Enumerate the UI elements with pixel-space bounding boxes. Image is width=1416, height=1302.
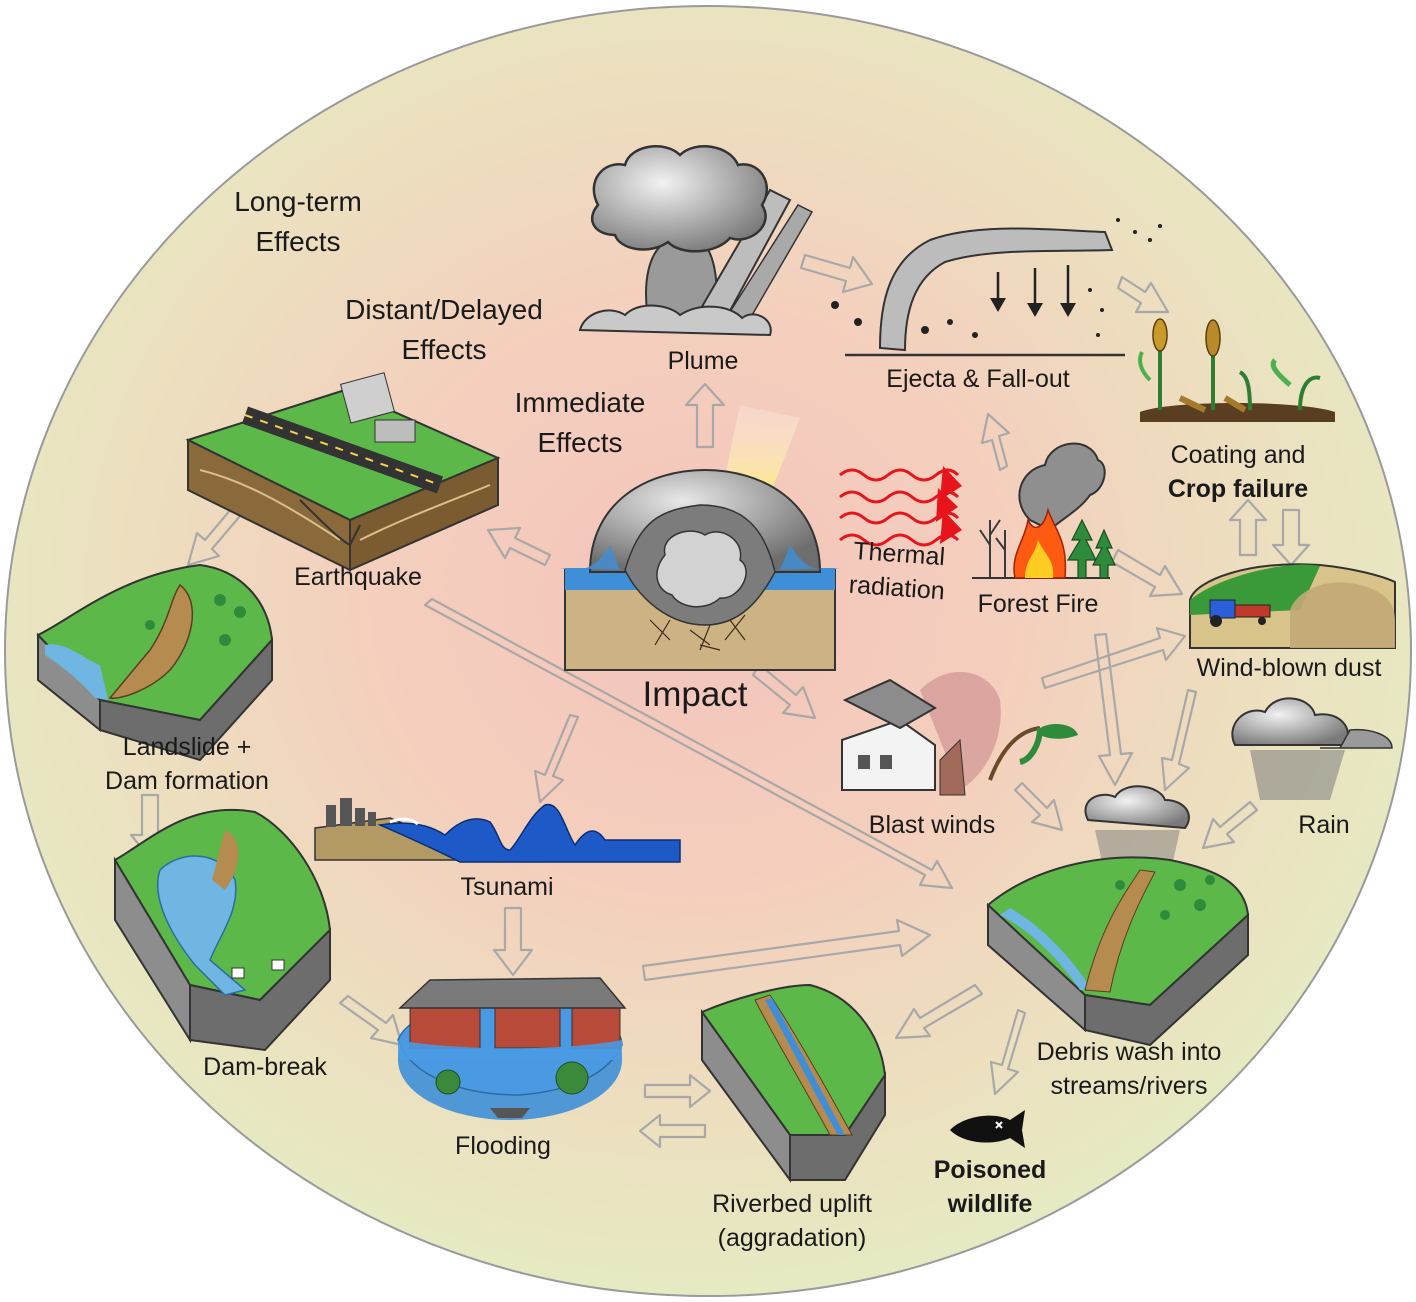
arrow-debris-to-riverbed bbox=[894, 983, 984, 1040]
flow-arrows bbox=[129, 253, 1311, 1149]
landslide-line-1: Landslide + bbox=[122, 733, 252, 761]
arrow-blast-to-dust bbox=[1040, 626, 1187, 690]
wind-dust-label: Wind-blown dust bbox=[1196, 654, 1382, 682]
arrow-impact-to-plume bbox=[684, 382, 726, 449]
debris-label: Debris wash into streams/rivers bbox=[1037, 1035, 1222, 1103]
earthquake-illustration bbox=[185, 372, 501, 572]
rain-label: Rain bbox=[1298, 811, 1350, 839]
arrow-dust-to-coating bbox=[1228, 498, 1268, 557]
riverbed-label: Riverbed uplift (aggradation) bbox=[712, 1187, 872, 1255]
thermal-line-2: radiation bbox=[848, 570, 946, 606]
plume-label: Plume bbox=[667, 347, 739, 375]
poisoned-line-2: wildlife bbox=[947, 1190, 1033, 1218]
tsunami-label: Tsunami bbox=[460, 873, 554, 901]
arrow-debris-to-poisoned bbox=[989, 1008, 1027, 1096]
riverbed-line-1: Riverbed uplift bbox=[712, 1190, 872, 1218]
rain-illustration bbox=[1231, 697, 1393, 800]
zone-label-long-term: Long-term Effects bbox=[234, 182, 362, 262]
arrow-earthquake-to-debris bbox=[423, 597, 954, 890]
arrow-riverbed-to-flooding bbox=[638, 1113, 707, 1149]
ejecta-label: Ejecta & Fall-out bbox=[886, 365, 1070, 393]
coating-line-2: Crop failure bbox=[1167, 475, 1309, 503]
thermal-label: Thermal radiation bbox=[848, 534, 948, 609]
arrow-fire-to-ejecta bbox=[980, 412, 1011, 472]
zone-distant-line-2: Effects bbox=[401, 334, 487, 365]
zone-immediate-line-2: Effects bbox=[537, 427, 623, 458]
riverbed-illustration bbox=[700, 983, 887, 1184]
arrow-dust-to-debris bbox=[1160, 688, 1198, 792]
arrow-coating-to-dust bbox=[1271, 508, 1311, 567]
arrow-earthquake-to-landslide bbox=[186, 506, 242, 567]
arrow-fire-to-debris bbox=[1093, 632, 1134, 787]
impact-illustration bbox=[560, 405, 840, 671]
arrow-blast-to-debris bbox=[1013, 781, 1064, 832]
debris-line-2: streams/rivers bbox=[1050, 1072, 1208, 1100]
blast-winds-label: Blast winds bbox=[868, 811, 996, 839]
flooding-label: Flooding bbox=[455, 1132, 551, 1160]
debris-illustration bbox=[986, 785, 1250, 1047]
arrow-tsunami-to-flooding bbox=[492, 906, 534, 977]
zone-long-term-line-1: Long-term bbox=[234, 186, 362, 217]
arrow-impact-to-earthquake bbox=[486, 526, 552, 567]
impact-label: Impact bbox=[642, 675, 748, 714]
arrow-dambreak-to-flooding bbox=[338, 994, 404, 1047]
crop-illustration bbox=[1138, 318, 1335, 422]
zone-immediate-line-1: Immediate bbox=[514, 387, 646, 418]
dam-break-label: Dam-break bbox=[203, 1053, 327, 1081]
zone-distant-line-1: Distant/Delayed bbox=[345, 294, 543, 325]
arrow-flooding-to-debris bbox=[641, 918, 932, 982]
zone-label-distant: Distant/Delayed Effects bbox=[345, 290, 543, 370]
forest-fire-illustration bbox=[972, 442, 1116, 579]
arrow-fire-to-dust bbox=[1110, 548, 1184, 598]
blast-winds-illustration bbox=[841, 671, 1078, 796]
arrow-impact-to-tsunami bbox=[533, 713, 580, 804]
poisoned-line-1: Poisoned bbox=[933, 1156, 1047, 1184]
landslide-line-2: Dam formation bbox=[105, 767, 269, 795]
tsunami-illustration bbox=[314, 798, 681, 863]
landslide-label: Landslide + Dam formation bbox=[105, 730, 269, 798]
earthquake-label: Earthquake bbox=[294, 563, 422, 591]
landslide-illustration bbox=[36, 563, 274, 762]
arrow-flooding-to-riverbed bbox=[643, 1073, 712, 1109]
dam-break-illustration bbox=[113, 808, 332, 1052]
coating-line-1: Coating and bbox=[1170, 441, 1306, 469]
debris-line-1: Debris wash into bbox=[1036, 1038, 1222, 1066]
plume-illustration bbox=[578, 145, 814, 337]
forest-fire-label: Forest Fire bbox=[977, 590, 1099, 618]
arrow-impact-to-blast bbox=[751, 663, 817, 720]
poisoned-label: Poisoned wildlife bbox=[934, 1153, 1047, 1221]
ejecta-illustration bbox=[831, 218, 1162, 357]
riverbed-line-2: (aggradation) bbox=[717, 1224, 867, 1252]
zone-label-immediate: Immediate Effects bbox=[515, 383, 646, 463]
thermal-arrows-illustration bbox=[839, 466, 962, 547]
zone-long-term-line-2: Effects bbox=[255, 226, 341, 257]
arrow-plume-to-ejecta bbox=[799, 253, 874, 294]
arrow-ejecta-to-coating bbox=[1116, 275, 1170, 314]
coating-label: Coating and Crop failure bbox=[1168, 438, 1308, 506]
wind-dust-illustration bbox=[1189, 563, 1396, 649]
dead-fish-icon bbox=[950, 1110, 1025, 1148]
arrow-rain-to-debris bbox=[1201, 800, 1259, 850]
flooding-illustration bbox=[397, 977, 627, 1120]
